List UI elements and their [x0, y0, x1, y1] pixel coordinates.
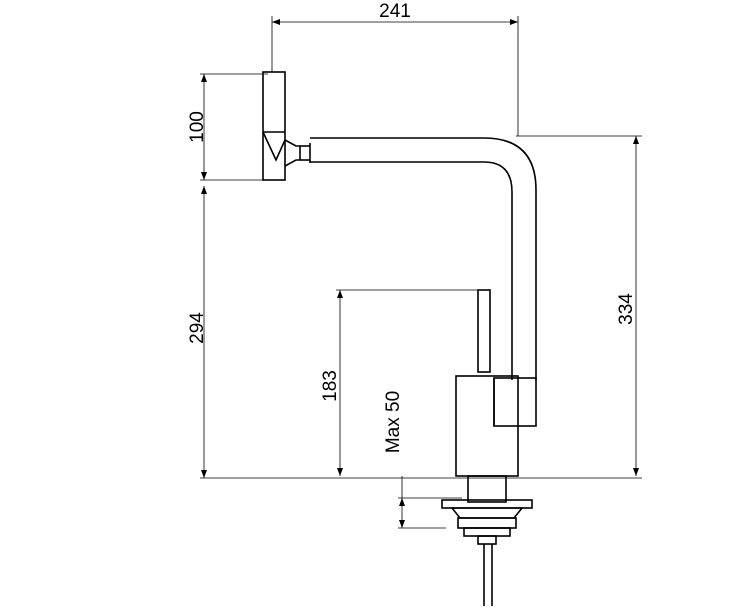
faucet-outline [262, 71, 537, 606]
dim-outlet-height-label: 334 [616, 293, 637, 325]
dim-max-deck-label: Max 50 [383, 391, 404, 453]
dimension-arrows [201, 19, 639, 528]
dimension-lines [200, 16, 642, 529]
dim-width-label: 241 [379, 1, 411, 22]
dim-head-height-label: 100 [187, 111, 208, 143]
dim-lever-height-label: 183 [320, 370, 341, 402]
dim-handle-axis-label: 294 [187, 312, 208, 344]
